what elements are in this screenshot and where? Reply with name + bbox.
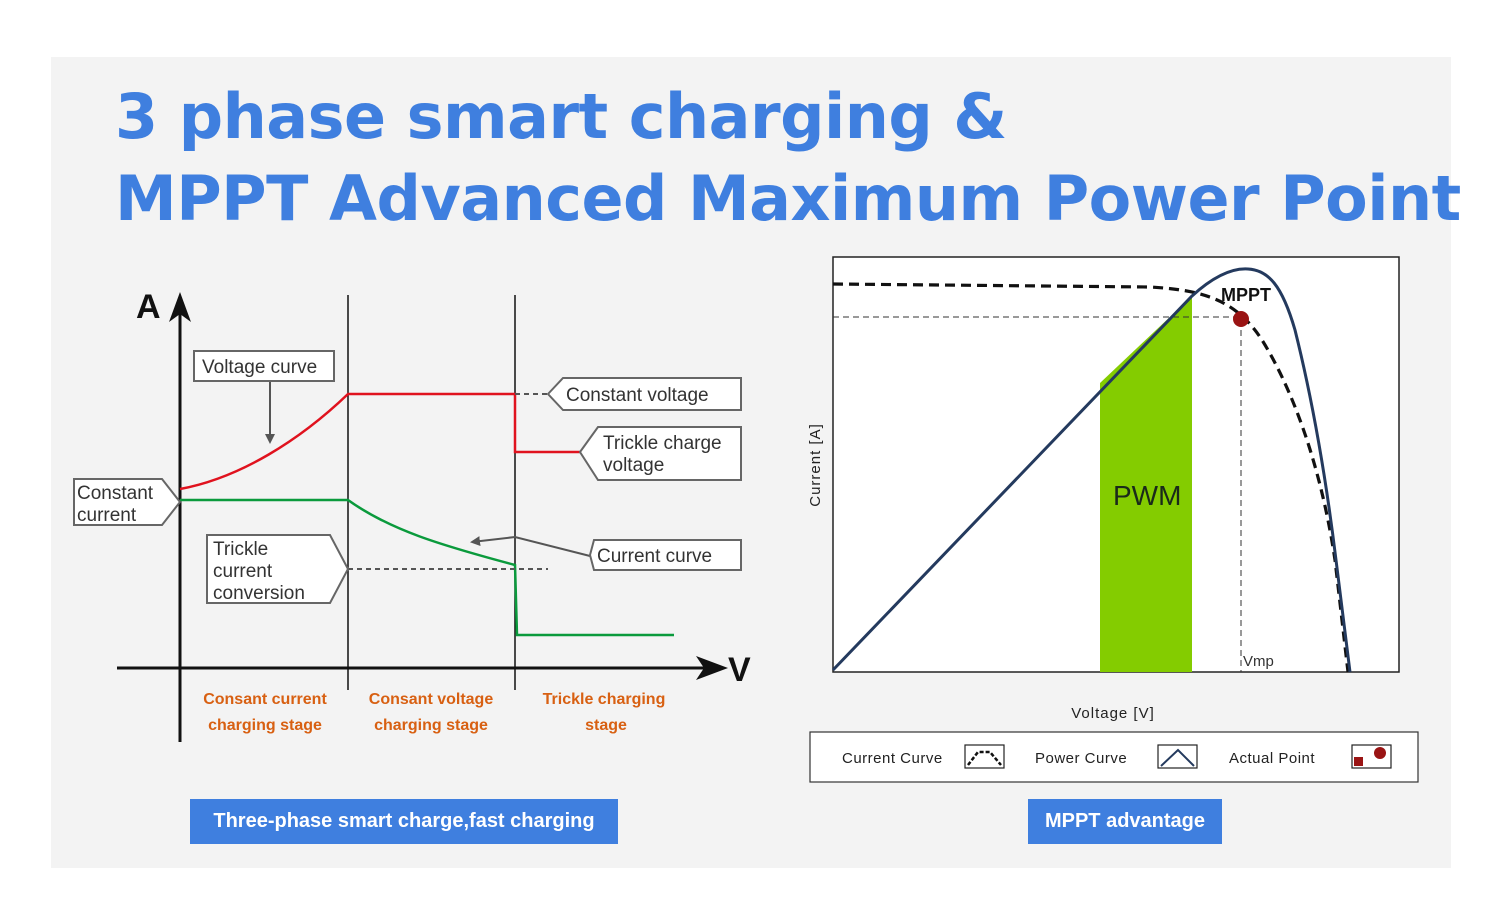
constant-current-callout-label-1: Constant <box>77 483 154 504</box>
current-curve-icon <box>967 750 1002 766</box>
trickle-current-callout-label-2: current <box>213 561 273 582</box>
stage-1-label-line-1: Consant current <box>203 691 327 708</box>
legend-power-curve-label: Power Curve <box>1035 750 1127 767</box>
vmp-label: Vmp <box>1243 653 1274 670</box>
constant-current-callout <box>73 478 182 526</box>
charging-stage-diagram: A V Voltage curve Constant current Trick… <box>73 288 751 742</box>
legend-current-curve-swatch <box>964 744 1005 769</box>
power-curve-icon <box>1160 748 1195 767</box>
legend-current-curve-label: Current Curve <box>842 750 943 767</box>
mppt-label: MPPT <box>1221 285 1271 305</box>
voltage-curve-callout-label: Voltage curve <box>202 357 317 378</box>
actual-point-icon <box>1374 747 1386 759</box>
legend-power-curve-swatch <box>1157 744 1198 769</box>
power-curve <box>831 267 1352 673</box>
trickle-charge-voltage-callout <box>578 426 742 481</box>
caption-three-phase: Three-phase smart charge,fast charging <box>190 799 618 844</box>
stage-3-label-line-1: Trickle charging <box>543 691 666 708</box>
stage-1-label-line-2: charging stage <box>208 717 322 734</box>
current-curve-dashed <box>832 282 1350 673</box>
voltage-curve-callout <box>193 350 335 382</box>
current-curve <box>180 498 674 637</box>
x-axis-arrow-icon <box>696 656 728 680</box>
caption-mppt-advantage: MPPT advantage <box>1028 799 1222 844</box>
voltage-curve <box>179 392 580 491</box>
page-title-line-2: MPPT Advanced Maximum Power Point <box>115 162 1461 235</box>
trickle-charge-voltage-callout-label-1: Trickle charge <box>603 433 722 454</box>
constant-voltage-callout <box>546 377 742 411</box>
stage-3-label-line-2: stage <box>585 717 627 734</box>
mppt-legend <box>809 731 1419 783</box>
pwm-label: PWM <box>1113 480 1181 511</box>
constant-current-callout-label-2: current <box>77 505 137 526</box>
stage-2-label-line-2: charging stage <box>374 717 488 734</box>
x-axis-label: V <box>728 651 751 689</box>
y-axis-label: A <box>136 288 161 326</box>
trickle-charge-voltage-callout-label-2: voltage <box>603 455 664 476</box>
current-curve-callout-label: Current curve <box>597 546 712 567</box>
y-axis-arrow-icon <box>169 292 191 322</box>
current-curve-callout <box>588 539 742 571</box>
mppt-x-axis-label: Voltage [V] <box>1071 705 1155 722</box>
trickle-current-callout <box>206 534 350 604</box>
trickle-current-callout-label-1: Trickle <box>213 539 268 560</box>
legend-actual-point-label: Actual Point <box>1229 750 1315 767</box>
current-curve-arrow <box>470 535 591 557</box>
pwm-area <box>1100 296 1192 672</box>
stage-2-label-line-1: Consant voltage <box>369 691 494 708</box>
actual-point-icon-corner <box>1354 757 1363 766</box>
mppt-diagram: PWM MPPT Vmp Current [A] Voltage [V] Cur… <box>807 256 1419 783</box>
mppt-y-axis-label: Current [A] <box>807 423 824 507</box>
mppt-point <box>1233 311 1249 327</box>
trickle-current-callout-label-3: conversion <box>213 583 305 604</box>
constant-voltage-callout-label: Constant voltage <box>566 385 709 406</box>
page-title-line-1: 3 phase smart charging & <box>115 80 1007 153</box>
